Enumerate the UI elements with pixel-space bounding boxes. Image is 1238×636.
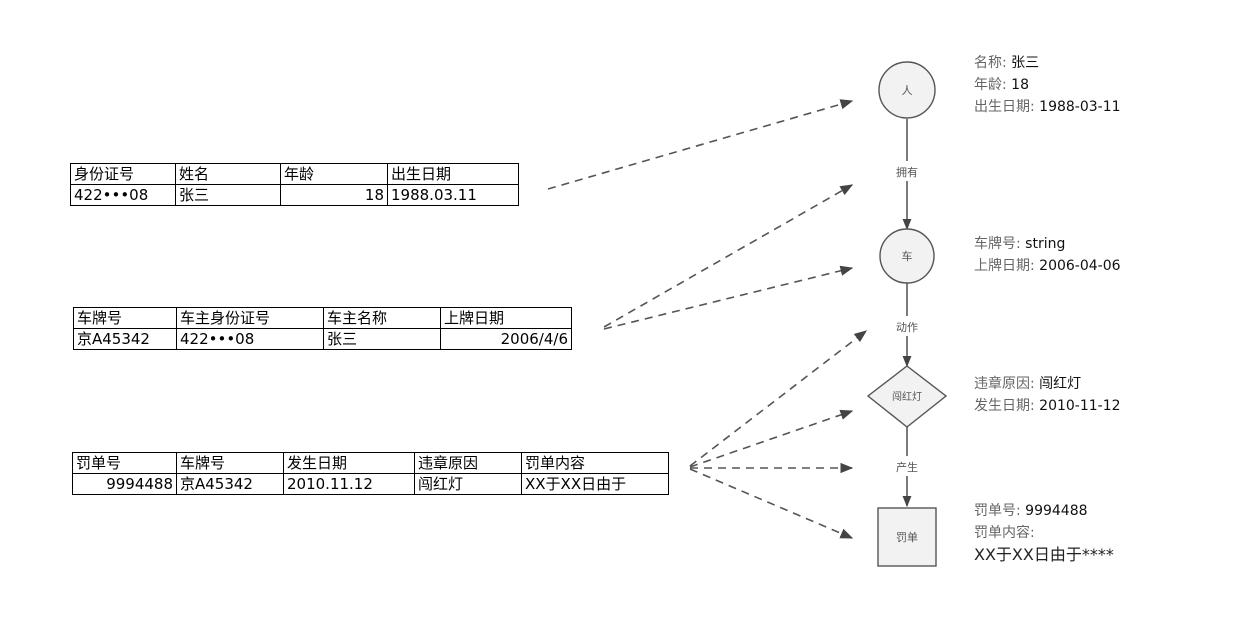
property-line: 罚单内容: bbox=[974, 522, 1114, 544]
mapping-arrow-car-owns bbox=[603, 184, 854, 328]
property-line: 出生日期: 1988-03-11 bbox=[974, 96, 1121, 118]
mapping-arrow-person bbox=[547, 99, 854, 190]
table-header-row: 罚单号 车牌号 发生日期 违章原因 罚单内容 bbox=[72, 452, 669, 474]
person-table: 身份证号 姓名 年龄 出生日期 422•••08 张三 18 1988.03.1… bbox=[70, 163, 519, 206]
ticket-table: 罚单号 车牌号 发生日期 违章原因 罚单内容 9994488 京A45342 2… bbox=[72, 452, 669, 495]
table-cell: 1988.03.11 bbox=[387, 184, 519, 206]
person-properties: 名称: 张三 年龄: 18 出生日期: 1988-03-11 bbox=[974, 52, 1121, 118]
property-value: 闯红灯 bbox=[1039, 376, 1082, 392]
property-key: 名称: bbox=[974, 55, 1007, 71]
node-violation bbox=[866, 365, 948, 428]
table-row: 京A45342 422•••08 张三 2006/4/6 bbox=[73, 328, 572, 350]
property-line: 上牌日期: 2006-04-06 bbox=[974, 255, 1121, 277]
table-cell: 京A45342 bbox=[73, 328, 177, 350]
edge-produces-label: 产生 bbox=[896, 460, 918, 474]
table-header-cell: 违章原因 bbox=[414, 452, 522, 474]
property-key: 车牌号: bbox=[974, 236, 1021, 252]
property-key: 出生日期: bbox=[974, 99, 1035, 115]
node-car-label: 车 bbox=[902, 249, 913, 263]
table-header-cell: 罚单号 bbox=[72, 452, 177, 474]
edge-owns-label: 拥有 bbox=[896, 165, 918, 179]
mapping-arrow-ticket-action bbox=[689, 330, 868, 467]
edge-action-label: 动作 bbox=[896, 321, 918, 334]
table-cell: 422•••08 bbox=[70, 184, 176, 206]
car-table: 车牌号 车主身份证号 车主名称 上牌日期 京A45342 422•••08 张三… bbox=[73, 307, 572, 350]
car-properties: 车牌号: string 上牌日期: 2006-04-06 bbox=[974, 233, 1121, 277]
table-header-cell: 身份证号 bbox=[70, 163, 176, 185]
property-value: 1988-03-11 bbox=[1039, 99, 1121, 115]
node-violation-label: 闯红灯 bbox=[892, 390, 922, 403]
table-cell: 422•••08 bbox=[176, 328, 324, 350]
mapping-arrow-ticket bbox=[689, 468, 854, 539]
property-value: 张三 bbox=[1011, 55, 1040, 71]
property-value: 2006-04-06 bbox=[1039, 258, 1121, 274]
table-header-row: 车牌号 车主身份证号 车主名称 上牌日期 bbox=[73, 307, 572, 329]
table-header-cell: 车牌号 bbox=[176, 452, 284, 474]
property-value: string bbox=[1025, 236, 1066, 252]
property-key: 违章原因: bbox=[974, 376, 1035, 392]
property-line: 车牌号: string bbox=[974, 233, 1121, 255]
violation-properties: 违章原因: 闯红灯 发生日期: 2010-11-12 bbox=[974, 373, 1121, 417]
table-cell: 张三 bbox=[323, 328, 441, 350]
node-ticket bbox=[877, 507, 937, 567]
table-row: 9994488 京A45342 2010.11.12 闯红灯 XX于XX日由于 bbox=[72, 473, 669, 495]
node-ticket-label: 罚单 bbox=[896, 531, 918, 544]
property-line: 年龄: 18 bbox=[974, 74, 1121, 96]
property-key: 罚单内容: bbox=[974, 525, 1035, 541]
table-cell: XX于XX日由于 bbox=[521, 473, 669, 495]
mapping-arrow-ticket-violation bbox=[689, 409, 854, 468]
node-person bbox=[878, 61, 936, 119]
property-value: XX于XX日由于**** bbox=[974, 545, 1114, 564]
property-line: 违章原因: 闯红灯 bbox=[974, 373, 1121, 395]
ticket-properties: 罚单号: 9994488 罚单内容: XX于XX日由于**** bbox=[974, 500, 1114, 566]
property-line: 名称: 张三 bbox=[974, 52, 1121, 74]
table-row: 422•••08 张三 18 1988.03.11 bbox=[70, 184, 519, 206]
property-line: 罚单号: 9994488 bbox=[974, 500, 1114, 522]
property-value: 9994488 bbox=[1025, 503, 1088, 519]
node-person-label: 人 bbox=[902, 84, 913, 97]
table-cell: 闯红灯 bbox=[414, 473, 522, 495]
property-value: 2010-11-12 bbox=[1039, 398, 1121, 414]
property-line: 发生日期: 2010-11-12 bbox=[974, 395, 1121, 417]
property-key: 年龄: bbox=[974, 77, 1007, 93]
property-key: 发生日期: bbox=[974, 398, 1035, 414]
table-cell: 9994488 bbox=[72, 473, 177, 495]
property-value: 18 bbox=[1011, 77, 1029, 93]
node-car bbox=[879, 228, 935, 284]
mapping-arrow-car bbox=[603, 265, 854, 330]
table-cell: 2006/4/6 bbox=[440, 328, 572, 350]
property-key: 上牌日期: bbox=[974, 258, 1035, 274]
table-header-cell: 车主身份证号 bbox=[176, 307, 324, 329]
property-key: 罚单号: bbox=[974, 503, 1021, 519]
table-cell: 张三 bbox=[175, 184, 281, 206]
table-cell: 18 bbox=[280, 184, 388, 206]
table-header-cell: 罚单内容 bbox=[521, 452, 669, 474]
table-cell: 2010.11.12 bbox=[283, 473, 415, 495]
